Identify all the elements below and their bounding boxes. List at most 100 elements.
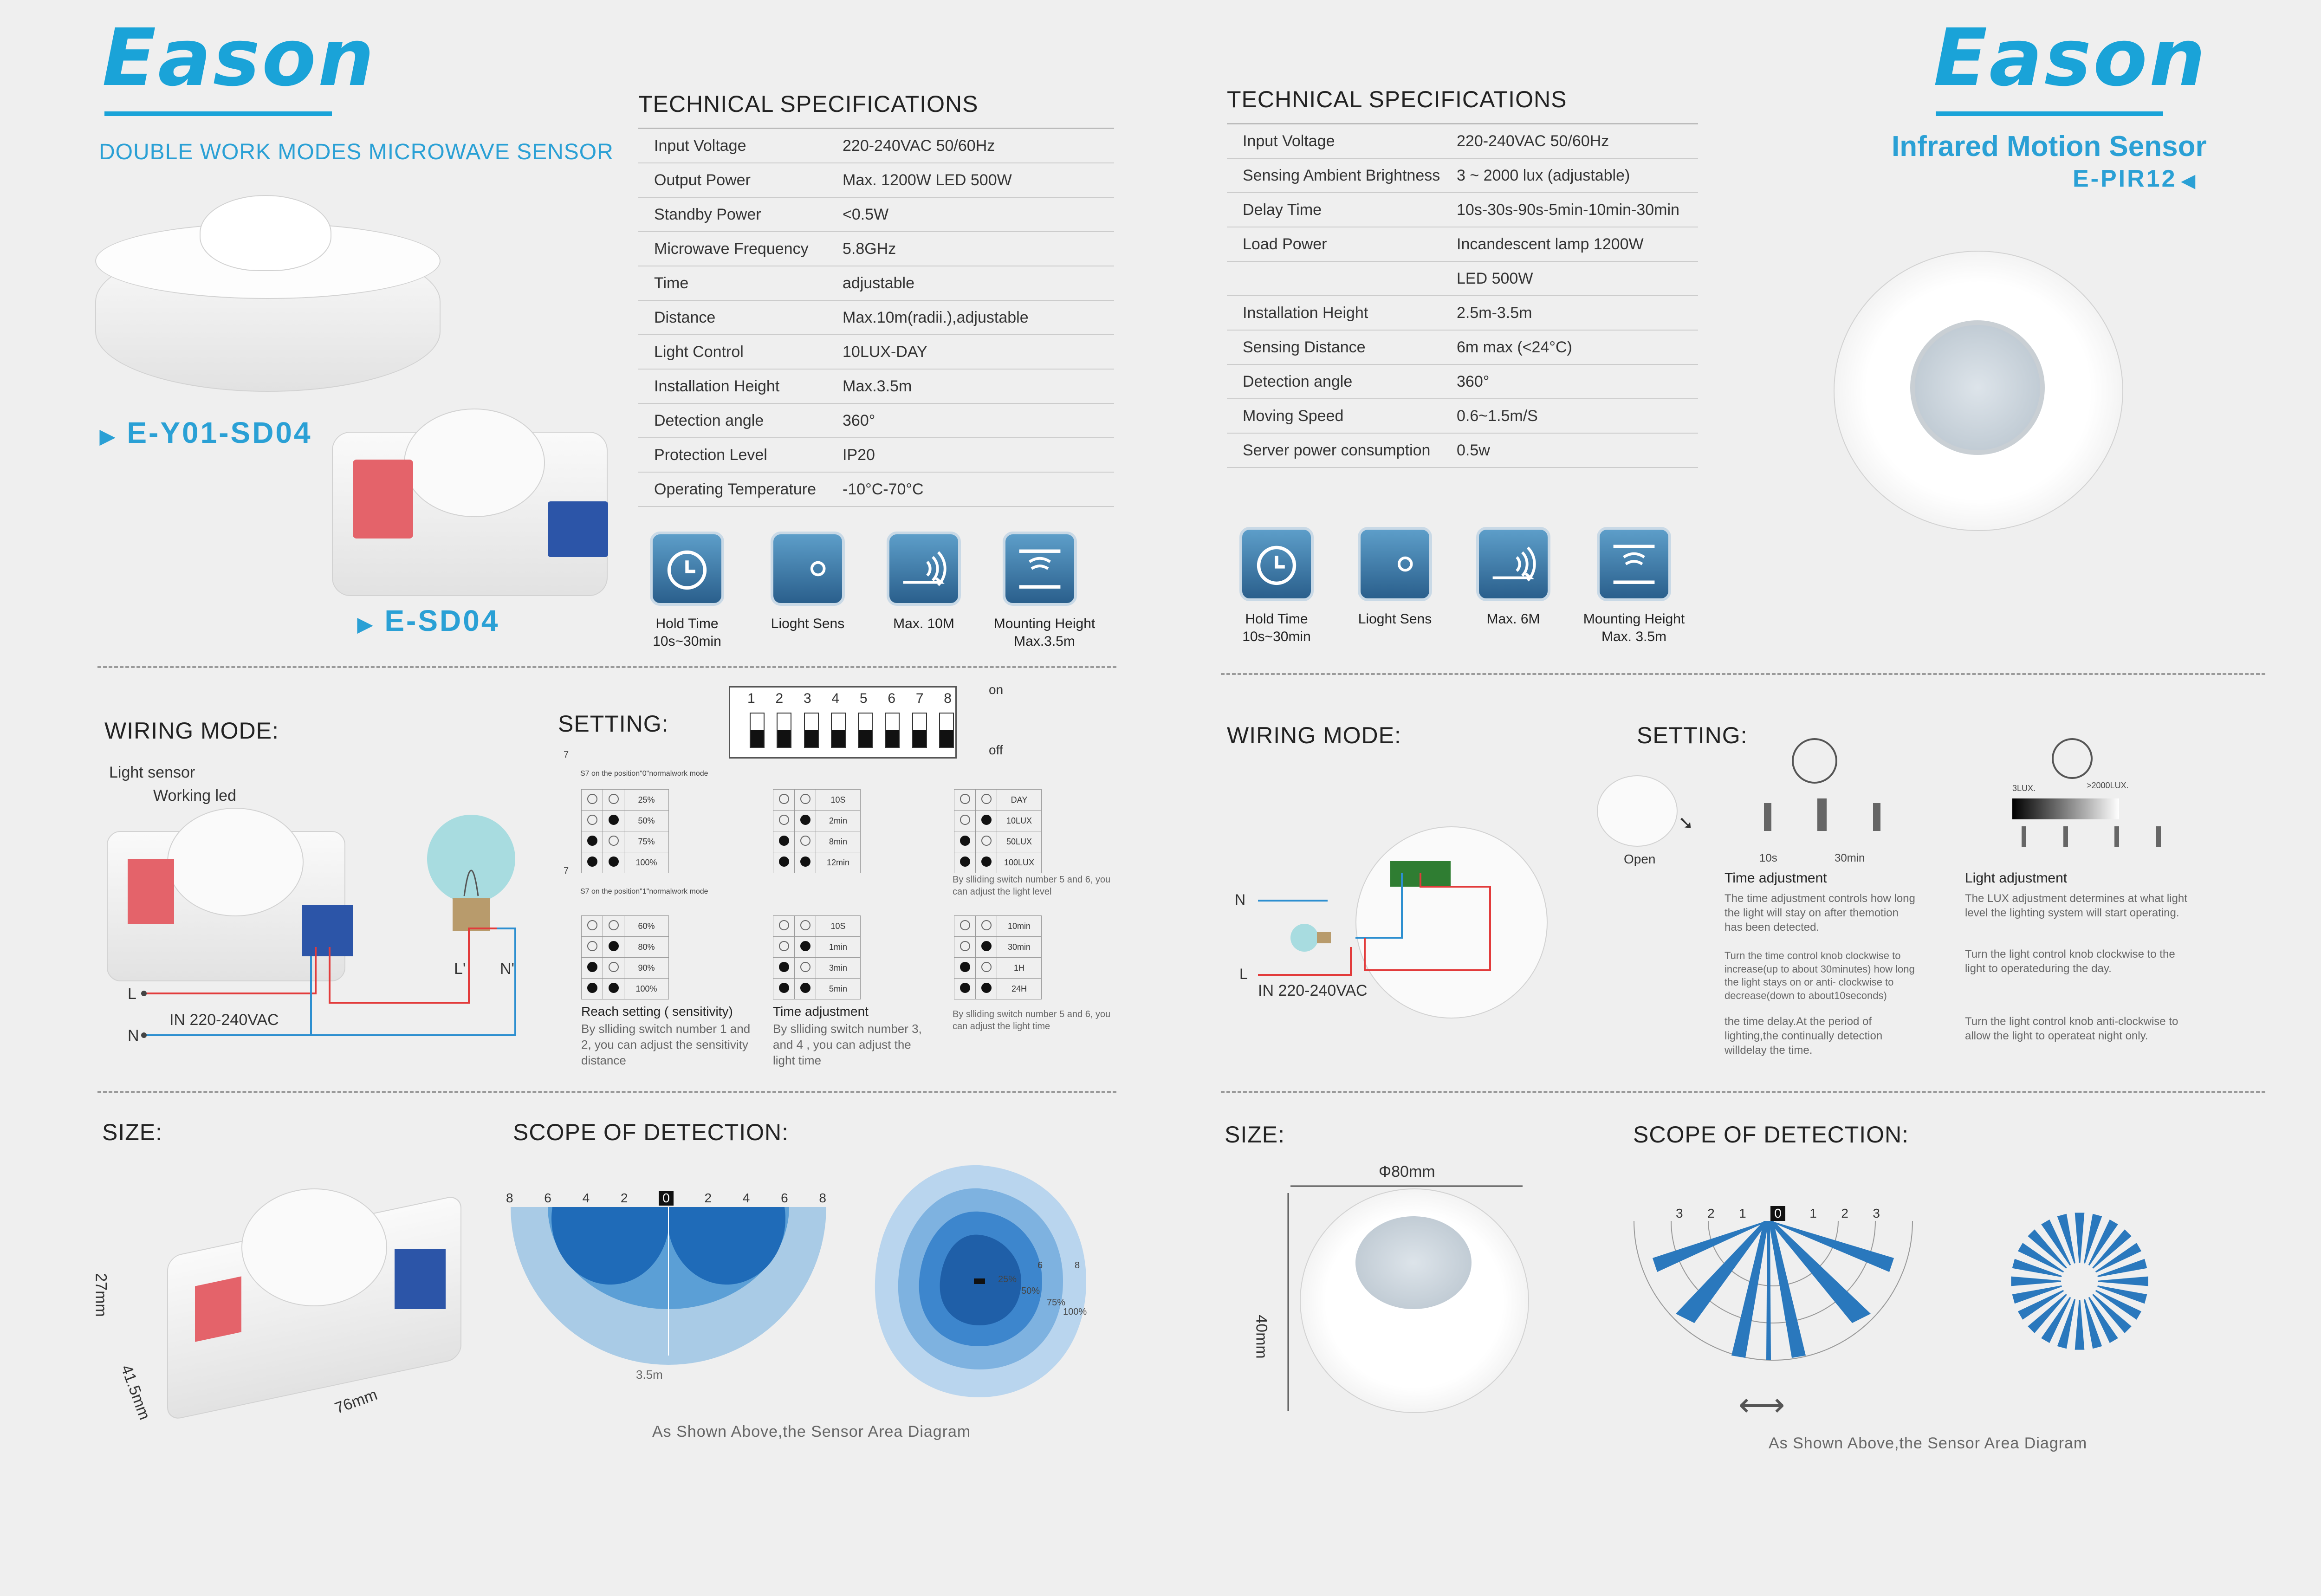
terminal-block [548, 501, 608, 557]
eason-logo-left: Eason [102, 19, 376, 97]
side-detection-diagram [511, 1207, 826, 1365]
detection-ray [2057, 1299, 2076, 1349]
brand-text: Eason [102, 12, 376, 104]
label-input: IN 220-240VAC [169, 1011, 279, 1029]
time-adjust-p1: The time adjustment controls how long th… [1725, 892, 1915, 934]
scope-pct-25: 25% [998, 1274, 1017, 1285]
scope-ring-label-8: 8 [1075, 1260, 1080, 1271]
time-adjust-desc: By slliding switch number 3, and 4 , you… [773, 1022, 922, 1067]
dim-length: 76mm [332, 1386, 380, 1418]
divider-1 [97, 666, 1116, 668]
detection-ray [2041, 1219, 2071, 1266]
detection-ray [2017, 1290, 2064, 1320]
pir-label-input: IN 220-240VAC [1258, 982, 1368, 999]
scope-pct-75: 75% [1047, 1298, 1066, 1308]
model1-text: E-Y01-SD04 [127, 416, 312, 449]
divider-2 [97, 1091, 1116, 1093]
size-terminal-block [395, 1249, 446, 1309]
right-model: E-PIR12◀ [2073, 165, 2197, 192]
pir-wiring-lines [1258, 873, 1491, 976]
mounting-height-icon [1003, 532, 1077, 606]
scope-pct-100: 100% [1063, 1307, 1087, 1317]
left-wiring-title: WIRING MODE: [104, 718, 279, 744]
s7-num-a: 7 [564, 750, 569, 760]
eason-logo-right: Eason [1933, 19, 2207, 97]
moon-sun-icon [771, 532, 845, 606]
scope-pct-50: 50% [1021, 1286, 1040, 1296]
label-n: N [128, 1027, 139, 1045]
icon-caption-light-sens: Lioght Sens [1358, 611, 1432, 627]
detection-ray [2028, 1294, 2067, 1333]
wiring-terminal-block [302, 905, 353, 956]
icon-caption-max: Max. 10M [893, 616, 954, 631]
left-setting-title: SETTING: [558, 711, 669, 737]
label-working-led: Working led [153, 787, 236, 804]
distance-table-2: 60% 80% 90% 100% [581, 915, 669, 999]
model2-text: E-SD04 [384, 604, 500, 637]
time-label-30min: 30min [1835, 852, 1865, 864]
divider-1 [1221, 673, 2265, 675]
triangle-left-icon: ◀ [2181, 171, 2197, 191]
top-detection-diagram [875, 1165, 1086, 1397]
reach-setting-title: Reach setting ( sensitivity) [581, 1004, 733, 1019]
lux-table-2: 10min 30min 1H 24H [954, 915, 1042, 999]
right-setting-title: SETTING: [1637, 722, 1748, 748]
right-size-title: SIZE: [1225, 1122, 1285, 1148]
lux-label-3: 3LUX. [2012, 784, 2036, 793]
triangle-right-icon: ▶ [357, 613, 375, 635]
wiring-lines [141, 928, 516, 1038]
pir-bulb-icon [1288, 919, 1335, 956]
clock-icon [1239, 527, 1314, 601]
detection-ray [2095, 1243, 2142, 1273]
light-adjust-p1: The LUX adjustment determines at what li… [1965, 892, 2187, 920]
time-table-2: 10S 1min 3min 5min [773, 915, 861, 999]
size-dimension-lines [1287, 1185, 1523, 1411]
s7-note-1: S7 on the position"1"normalwork mode [580, 888, 708, 895]
detection-ray [2092, 1294, 2132, 1333]
light-adjust-p3: Turn the light control knob anti-clockwi… [1965, 1015, 2178, 1043]
divider-2 [1221, 1091, 2265, 1093]
right-scope-title: SCOPE OF DETECTION: [1633, 1122, 1909, 1148]
dim-width: 41.5mm [117, 1362, 154, 1422]
dip-on-label: on [989, 682, 1004, 697]
pir-size-lens [1355, 1216, 1472, 1309]
detection-ray [2083, 1299, 2102, 1349]
icon-caption-max: Max. 6M [1486, 611, 1540, 627]
lux-knob-icon [2052, 738, 2093, 779]
double-arrow-icon: ⟷ [1738, 1387, 1785, 1423]
right-brochure: Eason Infrared Motion Sensor E-PIR12◀ TE… [1188, 0, 2321, 1596]
pir-back-device [1355, 826, 1548, 1019]
product-image-dome [200, 195, 331, 271]
pir-side-detection-diagram [1634, 1221, 1913, 1361]
icon-caption-light-sens: Lioght Sens [771, 616, 845, 631]
time-knob-icon [1792, 738, 1837, 784]
right-spec-title: TECHNICAL SPECIFICATIONS [1227, 86, 1567, 112]
time-label-10s: 10s [1759, 852, 1777, 864]
time-adjust-p3: the time delay.At the period of lighting… [1725, 1015, 1883, 1057]
lux-gradient-bar [2012, 798, 2119, 819]
distance-table: 25% 50% 75% 100% [581, 789, 669, 873]
spec-row: LED 500W [1227, 262, 1698, 296]
dip-switch-block [353, 460, 413, 538]
dip-switches [750, 713, 954, 748]
detection-ray [2012, 1285, 2062, 1304]
detection-ray [2017, 1243, 2064, 1273]
pir-open-label: Open [1624, 852, 1656, 866]
left-scope-title: SCOPE OF DETECTION: [513, 1119, 789, 1145]
right-subtitle: Infrared Motion Sensor [1892, 130, 2207, 162]
lux-note: By slliding switch number 5 and 6, you c… [953, 875, 1111, 897]
right-scope-caption: As Shown Above,the Sensor Area Diagram [1769, 1434, 2088, 1452]
detection-ray [2092, 1229, 2132, 1269]
lux-note-2: By slliding switch number 5 and 6, you c… [953, 1009, 1111, 1032]
moon-sun-icon [1358, 527, 1432, 601]
detection-ray [2057, 1213, 2076, 1264]
